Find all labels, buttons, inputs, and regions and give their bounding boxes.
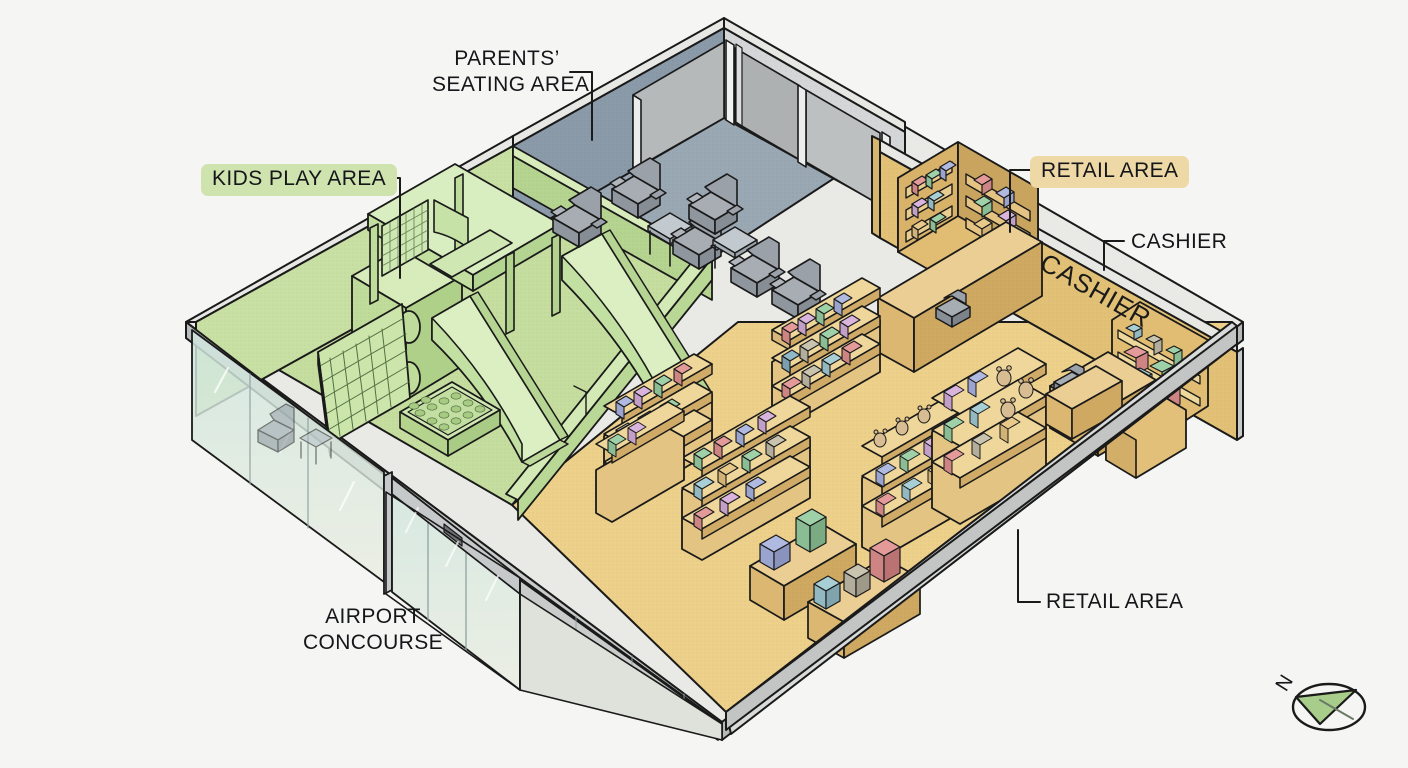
parents-seating-furniture (550, 157, 827, 320)
gondola-shelf-unit (595, 401, 685, 523)
armchair (550, 186, 608, 248)
label-line: SEATING AREA (432, 72, 590, 96)
cashier-counter-main (877, 221, 1043, 373)
merch-stand (869, 538, 901, 583)
leader-cashier (1103, 240, 1125, 271)
leader-retail-top (1009, 169, 1033, 233)
cargo-net (317, 303, 411, 457)
label-line: AIRPORT (325, 605, 421, 628)
label-line: PARENTS’ (454, 47, 560, 70)
glass-curtain-wall (185, 321, 723, 741)
label-parents-seating-area: PARENTS’ SEATING AREA (432, 46, 590, 97)
label-airport-concourse: AIRPORT CONCOURSE (300, 604, 446, 655)
armchair (769, 258, 827, 320)
label-cashier: CASHIER (1131, 230, 1228, 253)
armchair (686, 173, 744, 235)
gondola-shelf-unit (771, 277, 881, 425)
gondola-shelf-unit (681, 395, 811, 561)
wall-retail-front-right (725, 321, 1238, 735)
compass-rose (1291, 682, 1367, 732)
leader-retail-bottom (1017, 529, 1041, 603)
low-counter-right (1045, 365, 1123, 440)
merch-stand (795, 508, 827, 553)
gondola-shelf-unit (931, 347, 1047, 525)
side-table (712, 226, 758, 281)
back-of-house-rooms (632, 17, 906, 219)
pos-register (935, 289, 971, 328)
leader-parents-seating (569, 71, 593, 141)
label-retail-area-bottom: RETAIL AREA (1046, 590, 1184, 613)
ball-pit (399, 381, 501, 457)
armchair (609, 157, 667, 219)
label-line: CONCOURSE (302, 630, 444, 654)
label-retail-area-top: RETAIL AREA (1030, 156, 1190, 188)
merch-stand (843, 563, 871, 598)
label-kids-play-area: KIDS PLAY AREA (201, 164, 398, 196)
armchair (728, 236, 786, 298)
merch-stand (759, 534, 791, 571)
merch-stand (813, 575, 841, 610)
